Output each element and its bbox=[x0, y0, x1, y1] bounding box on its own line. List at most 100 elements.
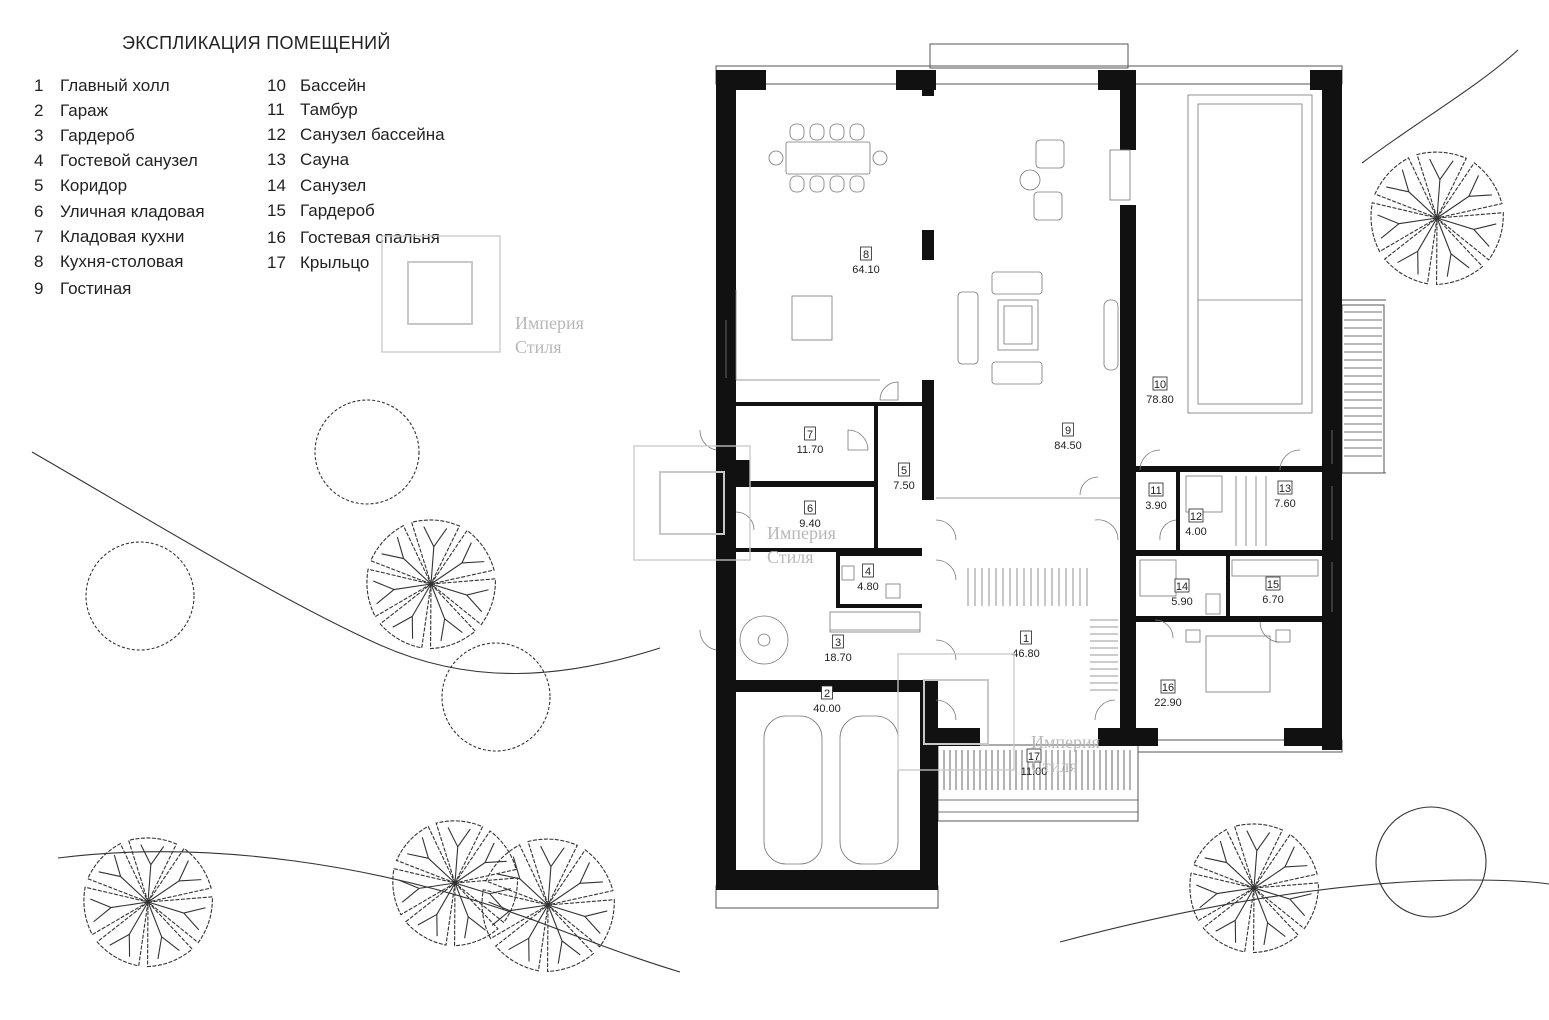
legend-item-number: 11 bbox=[267, 100, 285, 119]
trees bbox=[83, 151, 1504, 973]
room-area: 7.50 bbox=[893, 480, 914, 492]
bush bbox=[1375, 806, 1487, 918]
room-number-box bbox=[1265, 576, 1281, 591]
room-number: 2 bbox=[824, 688, 830, 700]
watermark-text: Стиля bbox=[1031, 756, 1078, 776]
room-number: 11 bbox=[1150, 485, 1161, 497]
room-area: 7.60 bbox=[1274, 498, 1295, 510]
legend-item-number: 2 bbox=[34, 101, 44, 120]
legend-item-name: Уличная кладовая bbox=[60, 202, 205, 221]
watermarks: Империя Стиля Империя Стиля Империя Стил… bbox=[381, 235, 1100, 776]
room-area: 9.40 bbox=[799, 518, 820, 530]
room-area: 6.70 bbox=[1262, 594, 1283, 606]
legend-item-name: Гостевой санузел bbox=[60, 151, 198, 170]
room-area: 78.80 bbox=[1146, 394, 1174, 406]
room-number: 14 bbox=[1176, 581, 1188, 593]
room-number: 6 bbox=[807, 503, 813, 515]
room-number: 3 bbox=[835, 637, 841, 649]
legend-item-name: Тамбур bbox=[300, 100, 358, 119]
room-number-box bbox=[860, 246, 872, 261]
legend-item-number: 8 bbox=[34, 252, 44, 271]
legend-item-number: 15 bbox=[267, 201, 286, 220]
legend-item: 11 Тамбур bbox=[267, 100, 358, 120]
legend-item-number: 13 bbox=[267, 150, 286, 169]
legend-item-name: Гостиная bbox=[60, 279, 132, 298]
room-number-box bbox=[832, 634, 844, 649]
room-area: 64.10 bbox=[852, 264, 880, 276]
room-number-box bbox=[1277, 480, 1293, 495]
room-area: 84.50 bbox=[1054, 440, 1082, 452]
room-area: 4.00 bbox=[1185, 526, 1206, 538]
legend-item: 15 Гардероб bbox=[267, 201, 375, 221]
room-area: 5.90 bbox=[1171, 596, 1192, 608]
room-number: 4 bbox=[865, 566, 871, 578]
legend-item-name: Сауна bbox=[300, 150, 350, 169]
room-number-box bbox=[1062, 422, 1074, 437]
room-number-box bbox=[804, 500, 816, 515]
legend-item-number: 14 bbox=[267, 176, 286, 195]
legend-item: 2 Гараж bbox=[34, 101, 108, 121]
legend-item-name: Коридор bbox=[60, 176, 128, 195]
legend-item-number: 7 bbox=[34, 227, 44, 246]
room-number-box bbox=[804, 426, 816, 441]
bush bbox=[85, 541, 195, 651]
legend-item: 6 Уличная кладовая bbox=[34, 202, 205, 222]
room-number-box bbox=[821, 685, 833, 700]
legend-item: 13 Сауна bbox=[267, 150, 349, 170]
legend-item-number: 17 bbox=[267, 253, 286, 272]
legend-item-number: 9 bbox=[34, 279, 44, 298]
legend-item-name: Главный холл bbox=[60, 76, 170, 95]
room-number: 17 bbox=[1028, 751, 1040, 763]
room-number-box bbox=[898, 462, 910, 477]
legend-item-name: Гостевая спальня bbox=[300, 228, 440, 247]
legend-title: ЭКСПЛИКАЦИЯ ПОМЕЩЕНИЙ bbox=[122, 33, 391, 53]
room-number: 9 bbox=[1065, 425, 1071, 437]
legend-item-name: Бассейн bbox=[300, 76, 366, 95]
room-number-box bbox=[1148, 482, 1164, 497]
room-number: 13 bbox=[1279, 483, 1291, 495]
legend-item-name: Кладовая кухни bbox=[60, 227, 185, 246]
room-number: 12 bbox=[1190, 511, 1202, 523]
walls bbox=[716, 70, 1342, 890]
watermark-text: Империя bbox=[1031, 732, 1100, 752]
room-area: 11.70 bbox=[797, 444, 824, 456]
watermark-text: Империя bbox=[515, 313, 584, 333]
room-area: 4.80 bbox=[857, 581, 878, 593]
bush bbox=[441, 642, 551, 752]
legend-item-number: 16 bbox=[267, 228, 286, 247]
watermark-text: Стиля bbox=[515, 337, 562, 357]
room-area: 40.00 bbox=[813, 703, 841, 715]
tree bbox=[481, 838, 615, 973]
room-number: 1 bbox=[1023, 633, 1029, 645]
bush bbox=[314, 399, 420, 505]
room-area: 22.90 bbox=[1154, 697, 1182, 709]
room-number: 10 bbox=[1154, 379, 1166, 391]
room-number: 7 bbox=[807, 429, 813, 441]
room-area: 11.00 bbox=[1021, 766, 1048, 778]
watermark-text: Империя bbox=[767, 523, 836, 543]
building bbox=[699, 43, 1386, 909]
legend-item-number: 6 bbox=[34, 202, 44, 221]
room-number-box bbox=[1188, 508, 1204, 523]
legend-item-name: Санузел бассейна bbox=[300, 125, 445, 144]
room-number-box bbox=[1174, 578, 1190, 593]
legend-item-number: 10 bbox=[267, 76, 286, 95]
room-area: 3.90 bbox=[1145, 500, 1166, 512]
room-labels: 146.80240.00318.7044.8057.5069.40711.708… bbox=[797, 246, 1296, 778]
legend-item: 10 Бассейн bbox=[267, 76, 366, 96]
bushes bbox=[85, 399, 1487, 918]
tree bbox=[1189, 823, 1319, 954]
room-number-box bbox=[1152, 376, 1168, 391]
legend-item-name: Гардероб bbox=[300, 201, 375, 220]
room-number: 5 bbox=[901, 465, 907, 477]
room-number-box bbox=[1160, 679, 1176, 694]
legend-item-name: Гараж bbox=[60, 101, 108, 120]
legend-item-name: Санузел bbox=[300, 176, 367, 195]
